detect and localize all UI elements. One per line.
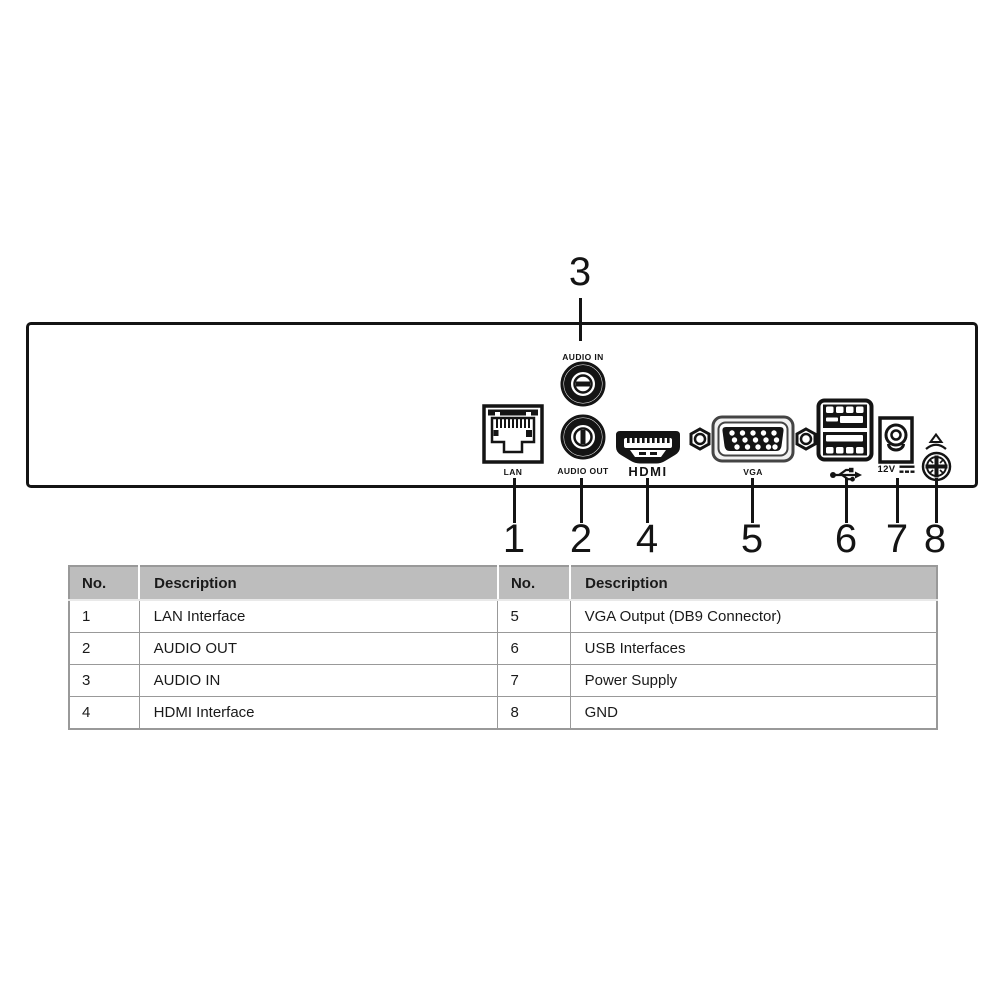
cell-description: USB Interfaces <box>569 632 938 665</box>
cell-description: HDMI Interface <box>138 696 499 730</box>
power-voltage-label: 12V <box>877 464 896 475</box>
callout-number-4: 4 <box>635 517 659 561</box>
callout-number-7: 7 <box>885 517 909 561</box>
header-description-left: Description <box>138 565 499 601</box>
table-row: 3 AUDIO IN 7 Power Supply <box>67 664 938 697</box>
callout-number-8: 8 <box>923 517 947 561</box>
dc-symbol-icon <box>899 465 915 473</box>
cell-no: 2 <box>67 632 140 665</box>
cell-description: AUDIO OUT <box>138 632 499 665</box>
callout-number-3: 3 <box>568 250 592 294</box>
lan-rj45-port-icon <box>482 404 544 464</box>
cell-no: 1 <box>67 599 140 633</box>
cell-no: 8 <box>497 696 571 730</box>
callout-number-2: 2 <box>569 517 593 561</box>
callout-line-6 <box>845 478 848 523</box>
callout-number-6: 6 <box>834 517 858 561</box>
callout-line-3 <box>579 298 582 341</box>
callout-line-5 <box>751 478 754 523</box>
ground-symbol-icon <box>925 433 947 450</box>
cell-no: 3 <box>67 664 140 697</box>
cell-no: 4 <box>67 696 140 730</box>
cell-description: VGA Output (DB9 Connector) <box>569 599 938 633</box>
cell-no: 6 <box>497 632 571 665</box>
table-row: 1 LAN Interface 5 VGA Output (DB9 Connec… <box>67 599 938 633</box>
callout-line-1 <box>513 478 516 523</box>
vga-label: VGA <box>743 467 763 477</box>
callout-line-7 <box>896 478 899 523</box>
header-description-right: Description <box>569 565 938 601</box>
audio-in-label: AUDIO IN <box>562 352 604 362</box>
callout-number-5: 5 <box>740 517 764 561</box>
cell-no: 5 <box>497 599 571 633</box>
callout-number-1: 1 <box>502 517 526 561</box>
table-row: 4 HDMI Interface 8 GND <box>67 696 938 730</box>
header-no-right: No. <box>496 565 572 601</box>
cell-description: LAN Interface <box>138 599 499 633</box>
callout-line-4 <box>646 478 649 523</box>
vga-port-icon <box>689 415 817 463</box>
power-jack-icon <box>878 416 914 464</box>
power-label-group: 12V <box>870 464 922 475</box>
port-description-table: No. Description No. Description 1 LAN In… <box>67 565 938 730</box>
cell-description: GND <box>569 696 938 730</box>
table-row: 2 AUDIO OUT 6 USB Interfaces <box>67 632 938 665</box>
cell-no: 7 <box>497 664 571 697</box>
usb-trident-icon <box>830 467 862 482</box>
callout-line-2 <box>580 478 583 523</box>
table-header-row: No. Description No. Description <box>67 565 938 601</box>
audio-in-rca-jack-icon <box>560 361 606 407</box>
cell-description: AUDIO IN <box>138 664 499 697</box>
hdmi-port-icon <box>616 431 680 464</box>
usb-ports-icon <box>816 398 874 462</box>
header-no-left: No. <box>67 565 141 601</box>
lan-label: LAN <box>503 467 523 477</box>
callout-line-8 <box>935 478 938 523</box>
cell-description: Power Supply <box>569 664 938 697</box>
hdmi-label: HDMI <box>628 464 668 479</box>
audio-out-label: AUDIO OUT <box>557 466 609 476</box>
audio-out-rca-jack-icon <box>560 414 606 460</box>
